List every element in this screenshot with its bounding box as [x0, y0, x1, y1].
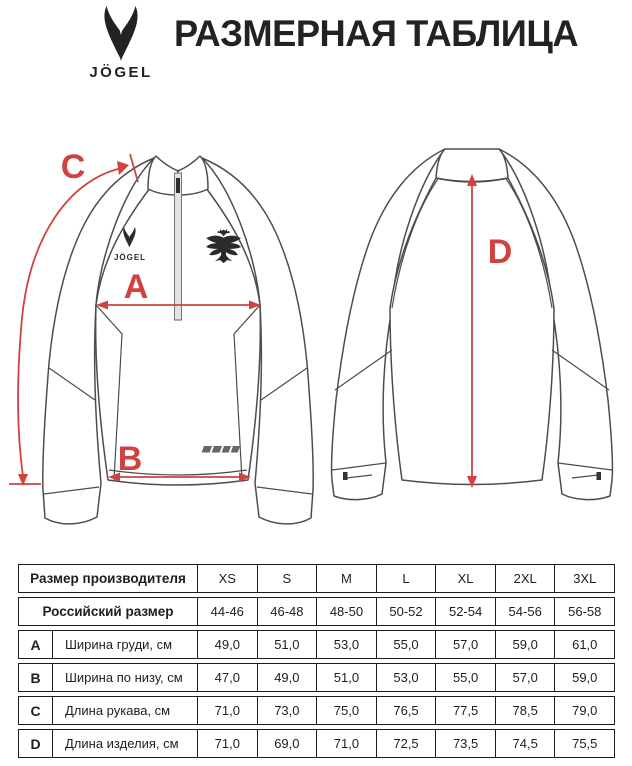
measure-label-d: D	[488, 233, 513, 271]
cell-value: 56-58	[554, 598, 614, 625]
table-row-manufacturer: Размер производителя XS S M L XL 2XL 3XL	[18, 564, 615, 593]
table-row-sleeve-length: C Длина рукава, см 71,0 73,0 75,0 76,5 7…	[18, 696, 615, 725]
size-header: 3XL	[554, 565, 614, 592]
size-header: XS	[197, 565, 257, 592]
cell-value: 72,5	[375, 730, 436, 757]
cell-value: 59,0	[494, 631, 555, 658]
front-right-panel-seam	[233, 304, 261, 481]
cell-value: 47,0	[197, 664, 257, 691]
russia-double-headed-eagle-icon	[206, 229, 241, 264]
back-left-tab-button	[343, 472, 348, 480]
cell-value: 74,5	[494, 730, 555, 757]
back-right-sleeve-seam	[551, 349, 610, 391]
cell-value: 57,0	[494, 664, 555, 691]
front-collar-left	[147, 155, 179, 196]
cell-value: 54-56	[494, 598, 555, 625]
cell-value: 57,0	[435, 631, 495, 658]
cell-value: 73,5	[435, 730, 495, 757]
row-letter: A	[30, 636, 41, 653]
size-header: L	[375, 565, 436, 592]
cell-value: 49,0	[197, 631, 257, 658]
cell-value: 73,0	[256, 697, 317, 724]
cell-value: 75,5	[554, 730, 614, 757]
cell-value: 50-52	[375, 598, 436, 625]
cell-value: 69,0	[256, 730, 317, 757]
row-description: Ширина груди, см	[52, 631, 197, 658]
zipper-pull	[176, 178, 180, 193]
back-left-sleeve-seam	[334, 349, 393, 391]
cell-value: 61,0	[554, 631, 614, 658]
table-row-bottom-width: B Ширина по низу, см 47,0 49,0 51,0 53,0…	[18, 663, 615, 692]
row-letter: C	[30, 702, 41, 719]
front-hem-band	[108, 469, 248, 476]
table-row-chest-width: A Ширина груди, см 49,0 51,0 53,0 55,0 5…	[18, 630, 615, 659]
cell-value: 48-50	[316, 598, 376, 625]
row-letter: B	[30, 669, 41, 686]
cell-value: 52-54	[435, 598, 495, 625]
row-description: Длина изделия, см	[52, 730, 197, 757]
cell-value: 71,0	[197, 730, 257, 757]
cell-value: 71,0	[197, 697, 257, 724]
size-header: XL	[435, 565, 495, 592]
back-left-raglan-seam	[391, 175, 441, 309]
cell-value: 55,0	[375, 631, 436, 658]
chest-brand-icon	[123, 227, 136, 248]
cell-value: 71,0	[316, 730, 376, 757]
chest-wordmark: JÖGEL	[114, 253, 146, 262]
hem-wordmark-icon	[201, 446, 240, 453]
zipper-track	[174, 172, 182, 321]
front-right-cuff-seam	[256, 486, 313, 495]
front-left-cuff-seam	[43, 486, 100, 495]
row-label: Размер производителя	[30, 571, 186, 586]
table-row-item-length: D Длина изделия, см 71,0 69,0 71,0 72,5 …	[18, 729, 615, 758]
size-table: Размер производителя XS S M L XL 2XL 3XL…	[18, 564, 615, 762]
back-left-cuff-tab	[345, 474, 373, 479]
measure-label-c: C	[61, 148, 86, 186]
back-right-cuff-tab	[571, 474, 599, 479]
cell-value: 53,0	[316, 631, 376, 658]
back-right-cuff-seam	[557, 462, 613, 471]
cell-value: 75,0	[316, 697, 376, 724]
row-description: Длина рукава, см	[52, 697, 197, 724]
back-right-raglan-seam	[503, 175, 553, 309]
cell-value: 78,5	[494, 697, 555, 724]
measure-label-b: B	[118, 440, 143, 478]
cell-value: 44-46	[197, 598, 257, 625]
cell-value: 77,5	[435, 697, 495, 724]
cell-value: 79,0	[554, 697, 614, 724]
cell-value: 59,0	[554, 664, 614, 691]
row-label: Российский размер	[42, 604, 174, 619]
cell-value: 51,0	[316, 664, 376, 691]
size-header: 2XL	[494, 565, 555, 592]
front-left-panel-seam	[95, 304, 123, 481]
back-left-cuff-seam	[331, 462, 387, 471]
row-letter: D	[30, 735, 41, 752]
size-header: M	[316, 565, 376, 592]
page-title: РАЗМЕРНАЯ ТАБЛИЦА	[174, 13, 579, 54]
measure-arrow-c	[17, 167, 123, 477]
brand-wordmark: JÖGEL	[89, 64, 153, 81]
brand-logo: JÖGEL	[76, 6, 166, 81]
garment-front-drawing: JÖGEL C A B	[9, 148, 314, 525]
garment-back-drawing: D	[330, 148, 614, 501]
front-left-sleeve-seam	[48, 367, 96, 401]
cell-value: 49,0	[256, 664, 317, 691]
jogel-tulip-icon	[104, 6, 138, 61]
cell-value: 55,0	[435, 664, 495, 691]
size-header: S	[256, 565, 317, 592]
row-description: Ширина по низу, см	[52, 664, 197, 691]
front-right-sleeve-seam	[260, 367, 308, 401]
cell-value: 51,0	[256, 631, 317, 658]
front-collar-right	[177, 155, 209, 196]
measure-label-a: A	[124, 268, 149, 306]
table-row-russian-size: Российский размер 44-46 46-48 48-50 50-5…	[18, 597, 615, 626]
cell-value: 46-48	[256, 598, 317, 625]
cell-value: 53,0	[375, 664, 436, 691]
measure-tick-c-top	[129, 153, 139, 183]
cell-value: 76,5	[375, 697, 436, 724]
back-right-tab-button	[596, 472, 601, 480]
